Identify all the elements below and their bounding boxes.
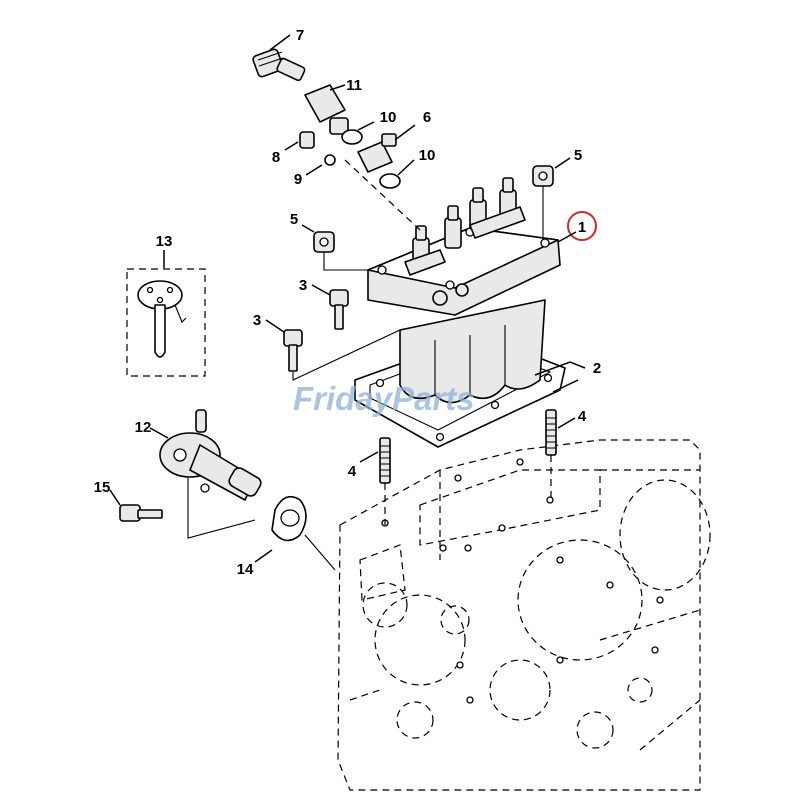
leader-10-upper — [357, 121, 375, 131]
leader-15 — [109, 489, 121, 506]
feed-pump — [159, 409, 262, 501]
leader-3-lower — [265, 319, 285, 333]
callout-4-left-label: 4 — [348, 463, 357, 480]
bolt-3-lower — [283, 329, 303, 372]
delivery-valve-2 — [444, 205, 462, 249]
callout-11[interactable]: 11 — [329, 77, 362, 94]
callout-6-label: 6 — [423, 109, 431, 126]
callout-12-label: 12 — [135, 419, 152, 436]
gasket-guide — [304, 534, 336, 571]
leader-9 — [305, 164, 323, 176]
washer-9 — [324, 154, 336, 166]
injection-pump — [367, 177, 561, 404]
fitting-guide — [344, 159, 421, 231]
nut-5-right — [532, 165, 554, 187]
leader-4-left — [359, 451, 379, 463]
engine-block — [337, 439, 711, 791]
connector-6 — [357, 133, 397, 173]
callout-10-lower-label: 10 — [419, 147, 436, 164]
callout-7[interactable]: 7 — [269, 27, 304, 51]
stud-left — [379, 437, 391, 484]
nut-5-left-guide — [323, 252, 368, 271]
watermark: FridayParts — [293, 380, 475, 417]
leader-2b — [552, 379, 579, 393]
callout-14-label: 14 — [237, 561, 254, 578]
callout-10-upper-label: 10 — [380, 109, 397, 126]
callout-8[interactable]: 8 — [272, 141, 299, 166]
banjo-bolt — [252, 48, 306, 82]
callout-7-label: 7 — [296, 27, 304, 44]
fitting-11 — [304, 84, 349, 135]
callout-5-left[interactable]: 5 — [290, 211, 315, 233]
nut-5-left — [313, 231, 335, 253]
callout-5-right-label: 5 — [574, 147, 582, 164]
leader-11 — [329, 84, 346, 91]
bolt-3-upper — [329, 289, 349, 330]
callout-3-lower-label: 3 — [253, 312, 261, 329]
stud-right — [545, 409, 557, 456]
part-13-box — [126, 268, 206, 377]
callout-4-left[interactable]: 4 — [348, 451, 379, 480]
leader-14 — [254, 549, 273, 563]
callout-13-label: 13 — [156, 233, 173, 250]
callout-11-label: 11 — [346, 77, 362, 94]
leader-3-upper — [311, 284, 331, 296]
callout-2-label: 2 — [593, 360, 601, 377]
callout-4-right-label: 4 — [578, 408, 587, 425]
leader-12 — [149, 427, 169, 439]
callout-13[interactable]: 13 — [156, 233, 173, 268]
leader-5-right — [554, 157, 571, 169]
callout-5-left-label: 5 — [290, 211, 298, 228]
callout-1-label: 1 — [578, 219, 586, 236]
leader-5-left — [301, 224, 315, 233]
leader-4-right — [557, 417, 576, 429]
leader-8 — [284, 141, 299, 151]
callout-12[interactable]: 12 — [135, 419, 169, 439]
leader-10-lower — [397, 159, 415, 176]
leader-2 — [534, 361, 586, 376]
callout-9[interactable]: 9 — [294, 164, 323, 188]
bolt-15 — [119, 504, 163, 522]
callout-6[interactable]: 6 — [394, 109, 431, 141]
feed-pump-gasket — [271, 495, 307, 542]
callout-5-right[interactable]: 5 — [554, 147, 582, 169]
callout-10-lower[interactable]: 10 — [397, 147, 436, 176]
callout-14[interactable]: 14 — [237, 549, 273, 578]
callout-3-upper[interactable]: 3 — [299, 277, 331, 296]
callout-15[interactable]: 15 — [94, 479, 121, 506]
callout-4-right[interactable]: 4 — [557, 408, 587, 429]
callout-3-upper-label: 3 — [299, 277, 307, 294]
bolt-8 — [299, 131, 315, 149]
bolt-3-guide — [292, 329, 401, 381]
leader-1 — [557, 231, 577, 243]
highlight-ring — [567, 211, 597, 241]
washer-10a — [341, 129, 363, 145]
feed-pump-guide — [187, 478, 256, 539]
callout-10-upper[interactable]: 10 — [357, 109, 397, 131]
callout-8-label: 8 — [272, 149, 280, 166]
callout-15-label: 15 — [94, 479, 111, 496]
washer-10b — [379, 173, 401, 189]
callout-9-label: 9 — [294, 171, 302, 188]
callout-1-highlight[interactable]: 1 — [557, 211, 597, 243]
callout-2[interactable]: 2 — [534, 360, 601, 393]
leader-7 — [269, 34, 291, 51]
callout-3-lower[interactable]: 3 — [253, 312, 285, 333]
leader-6 — [394, 124, 416, 141]
